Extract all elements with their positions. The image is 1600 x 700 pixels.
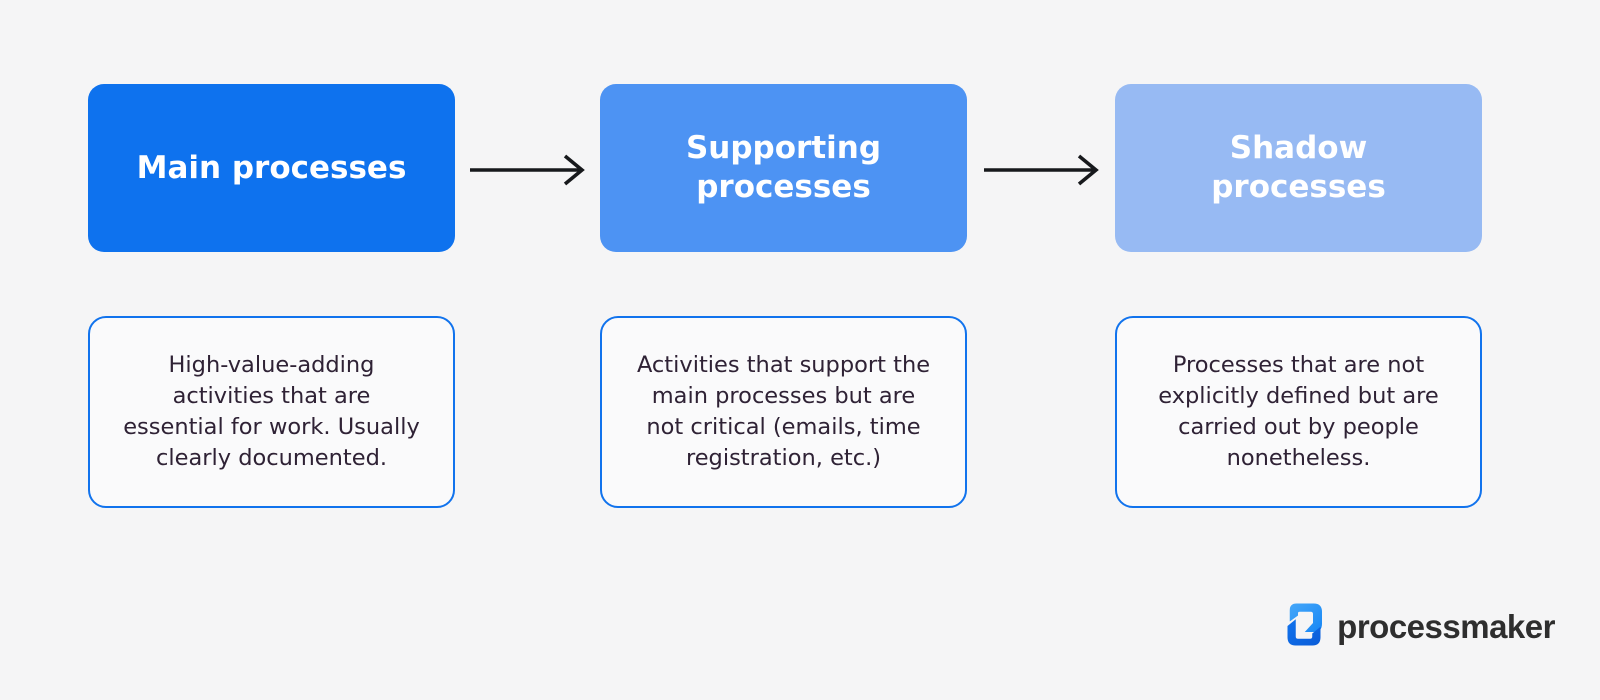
processmaker-p-mark-icon	[1280, 599, 1328, 654]
description-main-processes: High-value-adding activities that are es…	[123, 351, 420, 472]
title-box-main-processes: Main processes	[88, 84, 455, 252]
processmaker-wordmark: processmaker	[1337, 607, 1555, 645]
description-shadow-processes: Processes that are not explicitly define…	[1158, 351, 1439, 472]
title-box-supporting-processes: Supporting processes	[600, 84, 967, 252]
description-supporting-processes: Activities that support the main process…	[636, 351, 931, 472]
arrow-right-icon	[468, 152, 592, 188]
processmaker-logo: processmaker	[1280, 599, 1555, 654]
arrow-right-icon	[982, 152, 1106, 188]
title-shadow-processes: Shadow processes	[1211, 130, 1386, 205]
description-box-shadow-processes: Processes that are not explicitly define…	[1115, 316, 1482, 508]
description-box-supporting-processes: Activities that support the main process…	[600, 316, 967, 508]
description-box-main-processes: High-value-adding activities that are es…	[88, 316, 455, 508]
title-box-shadow-processes: Shadow processes	[1115, 84, 1482, 252]
step-main-processes: Main processes High-value-adding activit…	[88, 84, 455, 508]
step-shadow-processes: Shadow processes Processes that are not …	[1115, 84, 1482, 508]
step-supporting-processes: Supporting processes Activities that sup…	[600, 84, 967, 508]
title-main-processes: Main processes	[136, 149, 407, 186]
title-supporting-processes: Supporting processes	[685, 130, 882, 205]
